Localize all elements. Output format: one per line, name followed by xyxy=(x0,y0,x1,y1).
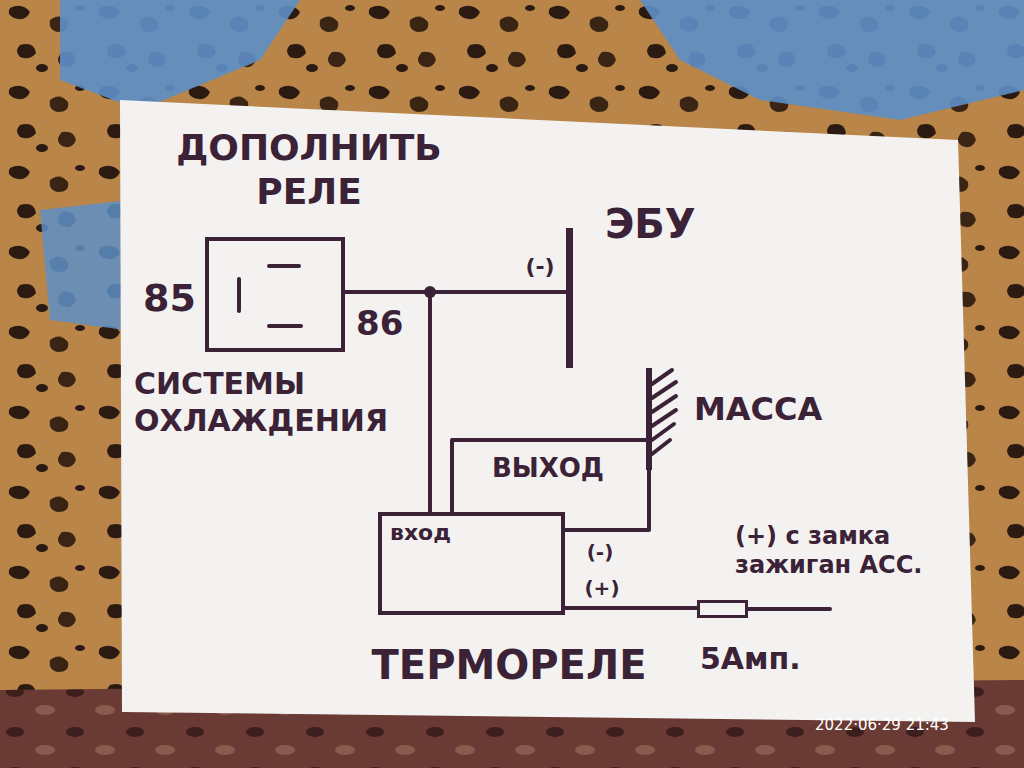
ecu-label: ЭБУ xyxy=(605,200,696,249)
fuse-rating: 5Амп. xyxy=(700,641,801,678)
thermo-relay-title: ТЕРМОРЕЛЕ xyxy=(364,641,654,690)
power-source-note: (+) с замка зажиган АСС. xyxy=(735,522,950,581)
relay-box: ДОПОЛНИТЬ РЕЛЕСИСТЕМЫ ОХЛАЖДЕНИЯ xyxy=(205,237,345,352)
wire-label: (-) xyxy=(522,254,557,279)
wire-label: ВЫХОД xyxy=(489,453,607,483)
ecu-bar: ЭБУ xyxy=(566,228,573,368)
wire xyxy=(565,606,697,610)
input-label: вход xyxy=(390,520,451,547)
relay-caption: СИСТЕМЫ ОХЛАЖДЕНИЯ xyxy=(134,366,404,439)
relay-title: ДОПОЛНИТЬ РЕЛЕ xyxy=(169,126,449,214)
photo-timestamp: 2022·06·29 21:43 xyxy=(815,716,949,734)
wire xyxy=(345,292,430,512)
thermo-relay-box: входТЕРМОРЕЛЕ xyxy=(378,512,565,615)
wire xyxy=(452,440,646,512)
relay-contact-symbol xyxy=(209,241,341,348)
ignition-wire xyxy=(748,607,830,611)
wire-label: (+) xyxy=(581,576,622,600)
ground-hatch xyxy=(652,370,676,454)
pin-number: 86 xyxy=(356,303,403,344)
ground-symbol: МАССА xyxy=(646,368,652,470)
fuse-box: 5Амп. xyxy=(697,600,748,618)
wire-label: (-) xyxy=(584,540,617,564)
pin-number: 85 xyxy=(143,275,196,321)
ground-label: МАССА xyxy=(694,390,822,429)
